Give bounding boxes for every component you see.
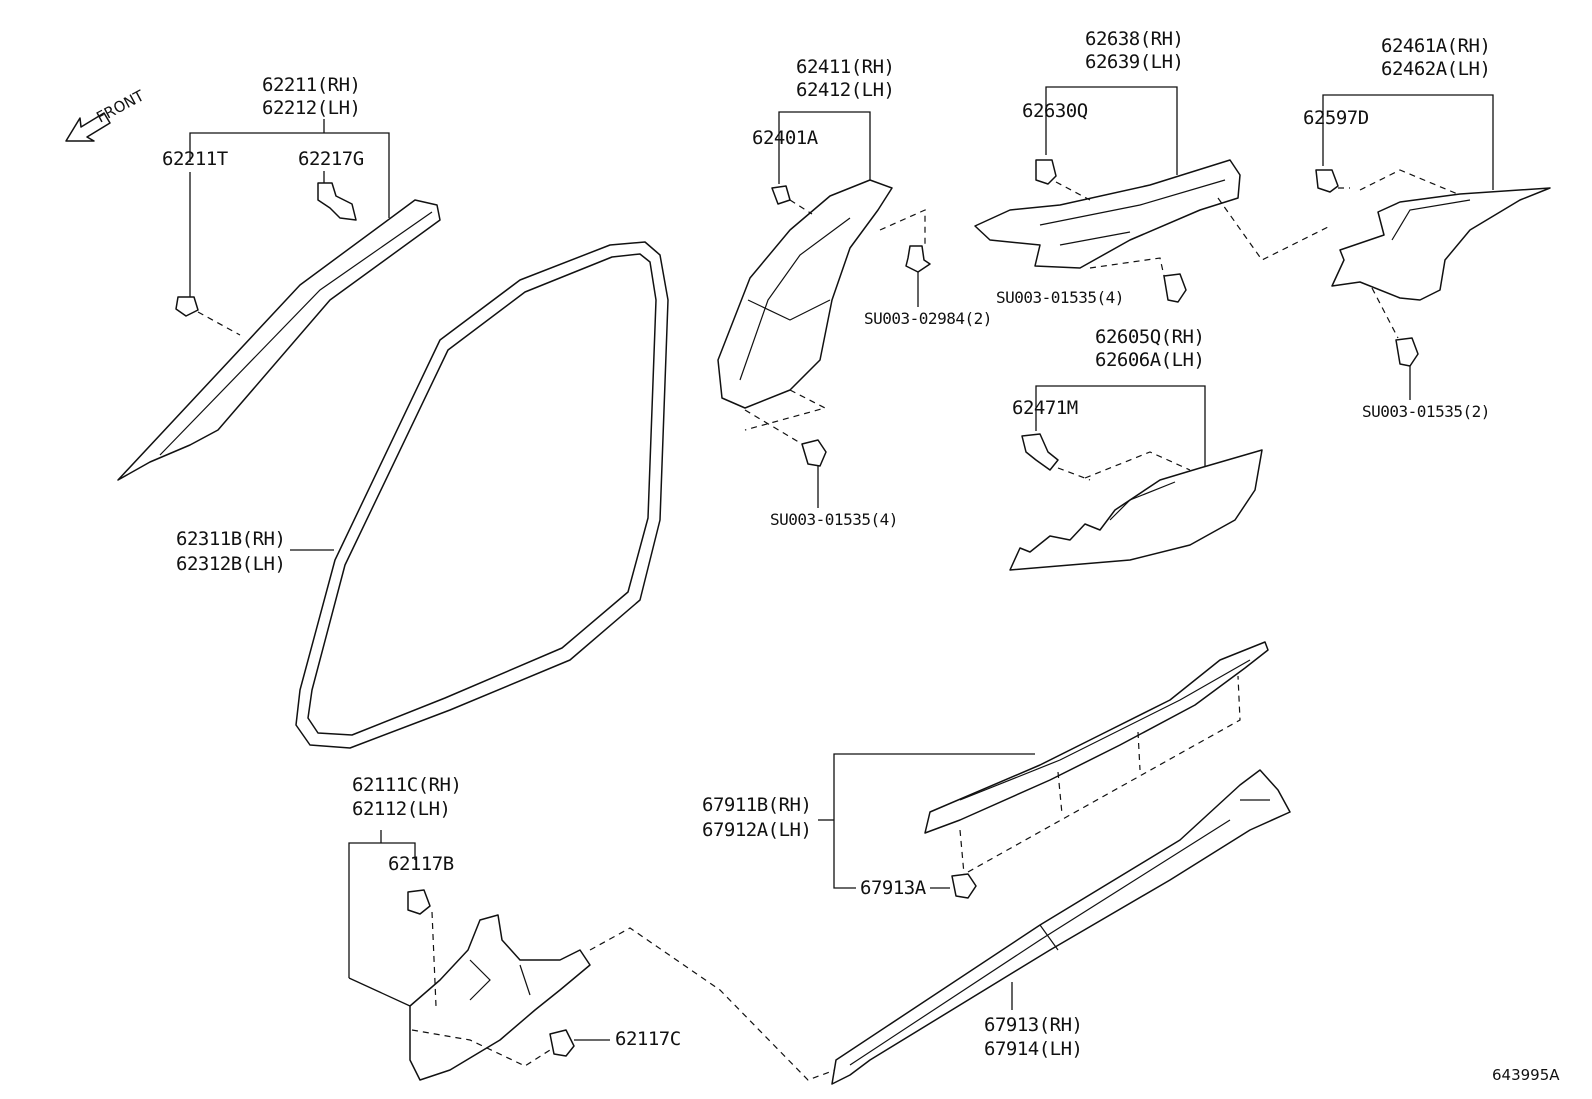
clip-62217g [317, 182, 357, 221]
label-rear-pillar-bolt: SU003-01535(2) [1362, 402, 1490, 421]
b-pillar-group: 62411(RH) 62412(LH) 62401A SU003-02984(2… [717, 56, 992, 529]
clip-62471m [1021, 433, 1059, 471]
quarter-upper-group: 62638(RH) 62639(LH) 62630Q SU003-01535(4… [974, 28, 1331, 307]
scuff-plate [924, 641, 1269, 834]
clip-67913a [951, 873, 977, 899]
label-quarter-upper-clip: 62630Q [1022, 100, 1088, 122]
label-sill-lh: 67914(LH) [984, 1038, 1082, 1060]
door-sill-group: 67913(RH) 67914(LH) [831, 769, 1291, 1085]
label-rear-pillar-clip: 62597D [1303, 107, 1369, 129]
clip-62211t [175, 296, 199, 317]
label-sill-rh: 67913(RH) [984, 1014, 1082, 1036]
label-cowl-clip2: 62117C [615, 1028, 681, 1050]
label-quarter-upper-lh: 62639(LH) [1085, 51, 1183, 73]
clip-62117c [549, 1029, 575, 1057]
label-cowl-clip: 62117B [388, 853, 454, 875]
bolt-quarter-upper [1163, 273, 1187, 303]
label-weatherstrip-rh: 62311B(RH) [176, 528, 285, 550]
label-scuff-lh: 67912A(LH) [702, 819, 811, 841]
drawing-number: 643995A [1492, 1066, 1560, 1084]
label-a-pillar-lh: 62212(LH) [262, 97, 360, 119]
front-label: FRONT [93, 86, 147, 126]
label-quarter-upper-bolt: SU003-01535(4) [996, 288, 1124, 307]
weatherstrip-group: 62311B(RH) 62312B(LH) [176, 241, 669, 749]
clip-62597d [1315, 169, 1339, 193]
b-pillar-garnish [717, 179, 893, 409]
label-quarter-lower-clip: 62471M [1012, 397, 1078, 419]
label-quarter-lower-lh: 62606A(LH) [1095, 349, 1204, 371]
label-rear-pillar-rh: 62461A(RH) [1381, 35, 1490, 57]
clip-62117b [407, 889, 431, 915]
label-weatherstrip-lh: 62312B(LH) [176, 553, 285, 575]
cowl-trim-group: 62111C(RH) 62112(LH) 62117B 62117C [348, 774, 836, 1081]
quarter-upper-garnish [974, 159, 1241, 269]
rear-pillar-garnish [1331, 187, 1551, 301]
a-pillar-garnish-group: 62211(RH) 62212(LH) 62211T 62217G [117, 74, 441, 481]
label-rear-pillar-lh: 62462A(LH) [1381, 58, 1490, 80]
label-cowl-lh: 62112(LH) [352, 798, 450, 820]
label-b-pillar-clip: 62401A [752, 127, 819, 149]
rear-pillar-group: 62461A(RH) 62462A(LH) 62597D SU003-01535… [1303, 35, 1551, 421]
a-pillar-garnish [117, 199, 441, 481]
label-b-pillar-bolt: SU003-01535(4) [770, 510, 898, 529]
quarter-lower-garnish [1009, 449, 1263, 571]
scuff-plate-group: 67911B(RH) 67912A(LH) 67913A [702, 641, 1269, 899]
bolt-b-pillar [801, 439, 827, 467]
screw-su003-02984 [905, 245, 931, 273]
label-quarter-lower-rh: 62605Q(RH) [1095, 326, 1204, 348]
label-scuff-rh: 67911B(RH) [702, 794, 811, 816]
clip-62630q [1035, 159, 1057, 185]
label-b-pillar-screw: SU003-02984(2) [864, 309, 992, 328]
label-b-pillar-rh: 62411(RH) [796, 56, 894, 78]
label-a-pillar-rh: 62211(RH) [262, 74, 360, 96]
front-arrow-icon [65, 112, 111, 142]
bolt-rear-pillar [1395, 337, 1419, 367]
label-a-pillar-clip: 62211T [162, 148, 228, 170]
label-cowl-rh: 62111C(RH) [352, 774, 461, 796]
clip-62401a [771, 185, 791, 205]
label-b-pillar-lh: 62412(LH) [796, 79, 894, 101]
label-scuff-clip: 67913A [860, 877, 927, 899]
label-a-pillar-clip2: 62217G [298, 148, 364, 170]
label-quarter-upper-rh: 62638(RH) [1085, 28, 1183, 50]
quarter-lower-group: 62605Q(RH) 62606A(LH) 62471M [1009, 326, 1263, 571]
cowl-side-trim [409, 914, 591, 1081]
